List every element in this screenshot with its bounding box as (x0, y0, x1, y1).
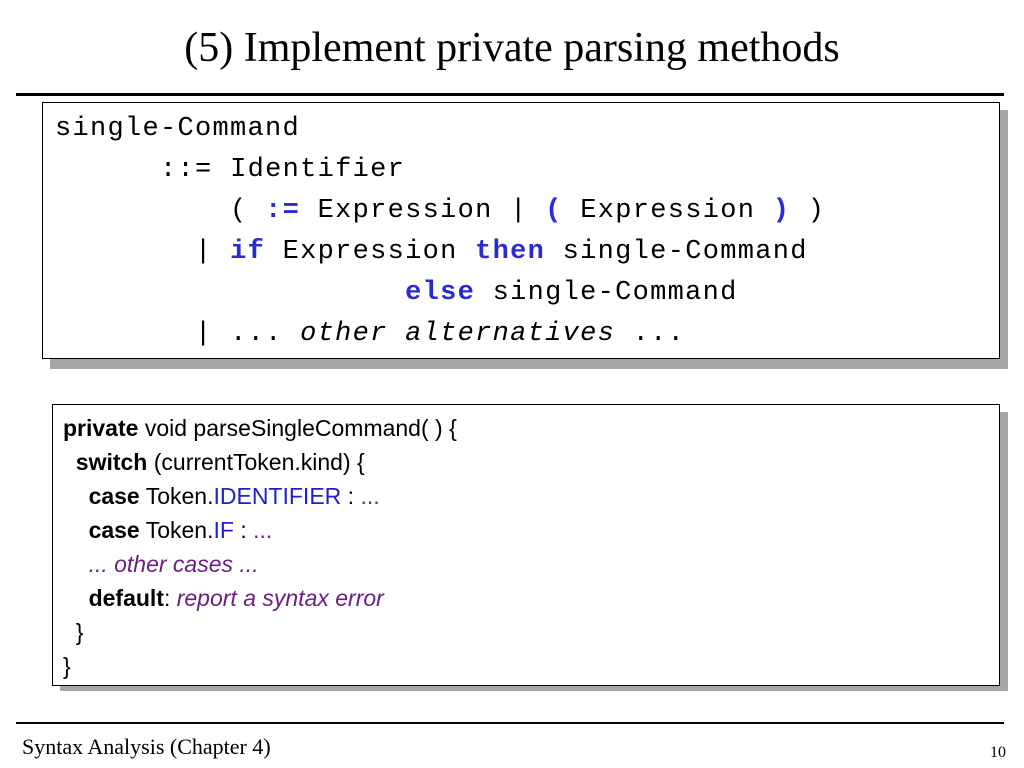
default-keyword: default (88, 585, 164, 611)
expression-nonterminal: Expression (282, 237, 458, 267)
private-keyword: private (63, 415, 139, 441)
switch-expression: (currentToken.kind) { (153, 449, 365, 475)
method-signature: void parseSingleCommand( ) { (144, 415, 457, 441)
switch-close-brace: } (75, 619, 84, 645)
parse-method-code: private void parseSingleCommand( ) { swi… (63, 411, 457, 683)
token-class: Token. (145, 483, 214, 509)
method-close-brace: } (63, 653, 71, 679)
then-terminal: then (475, 237, 546, 267)
rparen-terminal: ) (772, 196, 791, 226)
alternative-bar: | (510, 196, 528, 226)
case-keyword: case (88, 483, 140, 509)
footer-text: Syntax Analysis (Chapter 4) (22, 734, 271, 759)
code-box: private void parseSingleCommand( ) { swi… (52, 404, 1000, 686)
nonterminal-single-command: single-Command (55, 114, 301, 144)
token-class: Token. (145, 517, 214, 543)
ellipsis: ... (632, 319, 686, 349)
case-body-ellipsis: ... (360, 483, 380, 509)
else-terminal: else (405, 278, 476, 308)
expression-nonterminal: Expression (580, 196, 756, 226)
title-divider (16, 93, 1004, 96)
lparen-terminal: ( (545, 196, 563, 226)
alternative-bar: | (195, 237, 213, 267)
group-open: ( (230, 196, 248, 226)
page-number: 10 (990, 744, 1006, 761)
assign-terminal: := (265, 196, 301, 226)
footer-divider (16, 722, 1004, 724)
default-colon: : (163, 585, 171, 611)
case-colon: : (240, 517, 247, 543)
expression-nonterminal: Expression (317, 196, 493, 226)
alternative-bar: | (195, 319, 213, 349)
identifier-constant: IDENTIFIER (213, 483, 342, 509)
case-body-ellipsis: ... (253, 517, 273, 543)
other-cases-comment: ... other cases ... (88, 551, 259, 577)
if-terminal: if (230, 237, 266, 267)
define-operator: ::= (160, 155, 213, 185)
nonterminal-single-command: single-Command (492, 278, 738, 308)
identifier-token: Identifier (230, 155, 406, 185)
slide-title: (5) Implement private parsing methods (184, 25, 840, 71)
group-close: ) (807, 196, 826, 226)
case-colon: : (347, 483, 355, 509)
grammar-rule: single-Command ::= Identifier ( := Expre… (55, 109, 825, 355)
grammar-box: single-Command ::= Identifier ( := Expre… (42, 102, 1000, 359)
switch-keyword: switch (75, 449, 148, 475)
ellipsis: ... (230, 319, 283, 349)
other-alternatives-text: other alternatives (300, 319, 616, 349)
nonterminal-single-command: single-Command (562, 237, 808, 267)
case-keyword: case (88, 517, 140, 543)
report-error-comment: report a syntax error (176, 585, 384, 611)
if-constant: IF (213, 517, 234, 543)
